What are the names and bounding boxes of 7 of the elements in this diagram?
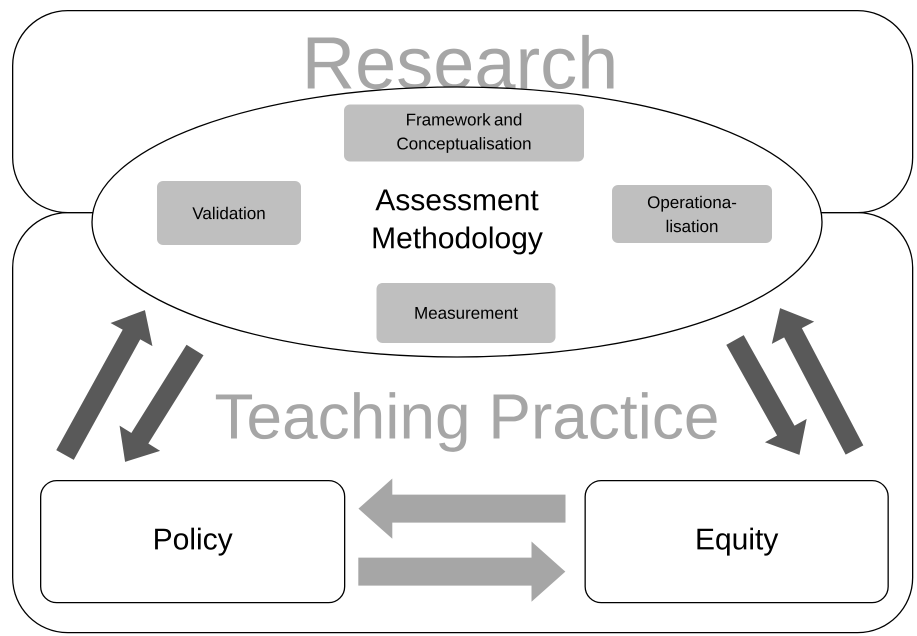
process-box: Equity bbox=[584, 480, 889, 604]
label-box: Framework and Conceptualisation bbox=[344, 104, 584, 162]
label-box: Validation bbox=[157, 181, 301, 245]
label-box: Operationa- lisation bbox=[612, 185, 772, 243]
process-box: Policy bbox=[40, 480, 346, 604]
band-heading: Teaching Practice bbox=[216, 392, 717, 452]
label-box: Measurement bbox=[376, 283, 556, 343]
